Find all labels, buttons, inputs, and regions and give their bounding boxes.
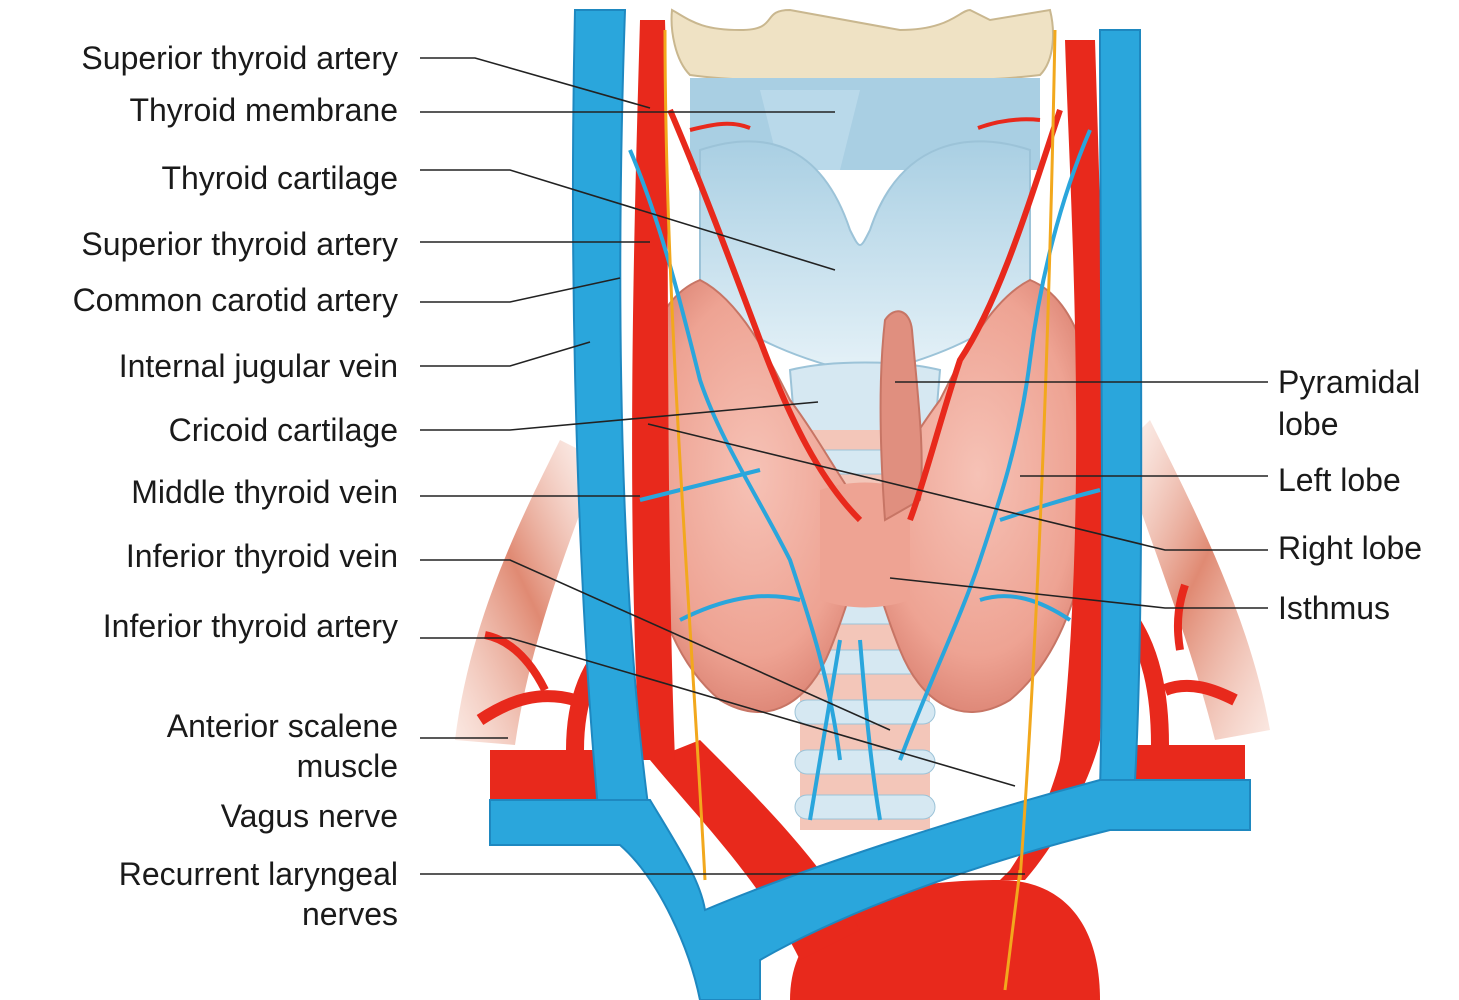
label-superior-thyroid-artery-1: Superior thyroid artery — [81, 38, 398, 78]
label-right-lobe: Right lobe — [1278, 528, 1422, 568]
label-recurrent-laryngeal-line1: Recurrent laryngeal — [119, 854, 398, 894]
label-internal-jugular-vein: Internal jugular vein — [119, 346, 398, 386]
label-middle-thyroid-vein: Middle thyroid vein — [131, 472, 398, 512]
leader-internal-jugular-vein — [420, 342, 590, 366]
label-inferior-thyroid-vein: Inferior thyroid vein — [126, 536, 398, 576]
label-cricoid-cartilage: Cricoid cartilage — [169, 410, 398, 450]
label-pyramidal-lobe-line2: lobe — [1278, 404, 1339, 444]
label-thyroid-membrane: Thyroid membrane — [129, 90, 398, 130]
label-superior-thyroid-artery-2: Superior thyroid artery — [81, 224, 398, 264]
label-inferior-thyroid-artery: Inferior thyroid artery — [103, 606, 398, 646]
label-common-carotid-artery: Common carotid artery — [73, 280, 398, 320]
label-isthmus: Isthmus — [1278, 588, 1390, 628]
label-pyramidal-lobe-line1: Pyramidal — [1278, 362, 1420, 402]
label-left-lobe: Left lobe — [1278, 460, 1401, 500]
label-anterior-scalene-muscle-line1: Anterior scalene — [167, 706, 398, 746]
label-recurrent-laryngeal-line2: nerves — [302, 894, 398, 934]
label-thyroid-cartilage: Thyroid cartilage — [161, 158, 398, 198]
internal-jugular-vein-left — [1100, 30, 1141, 790]
label-vagus-nerve: Vagus nerve — [221, 796, 398, 836]
label-anterior-scalene-muscle-line2: muscle — [297, 746, 398, 786]
hyoid-bone — [672, 10, 1053, 83]
